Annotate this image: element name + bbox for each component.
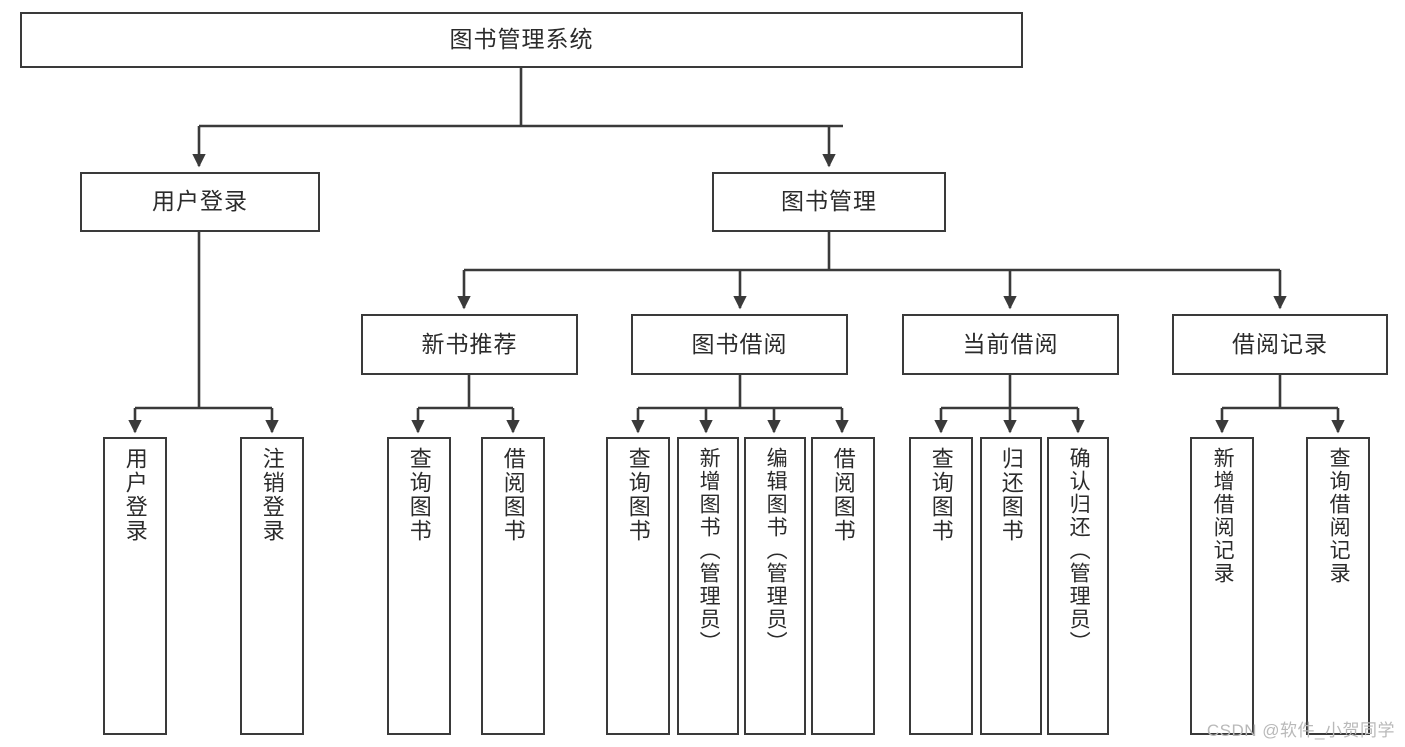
node-label: 查询图书 (928, 447, 954, 543)
node-label: 新书推荐 (421, 330, 518, 357)
leaf-book-borrow-edit[interactable]: 编辑图书（管理员） (744, 437, 806, 735)
leaf-current-borrow-return[interactable]: 归还图书 (980, 437, 1042, 735)
leaf-current-borrow-confirm-return[interactable]: 确认归还（管理员） (1047, 437, 1109, 735)
node-label: 注销登录 (259, 447, 285, 543)
node-label: 图书管理系统 (449, 26, 594, 53)
node-book-borrow[interactable]: 图书借阅 (631, 314, 848, 375)
node-label: 归还图书 (998, 447, 1024, 543)
node-label: 图书管理 (781, 188, 877, 215)
node-label: 用户登录 (152, 188, 248, 215)
node-label: 借阅记录 (1232, 330, 1328, 357)
node-label: 确认归还（管理员） (1067, 447, 1091, 654)
node-label: 用户登录 (122, 447, 148, 543)
leaf-book-borrow-query[interactable]: 查询图书 (606, 437, 670, 735)
node-label: 当前借阅 (962, 330, 1059, 357)
leaf-book-borrow-add[interactable]: 新增图书（管理员） (677, 437, 739, 735)
node-root-book-management-system[interactable]: 图书管理系统 (20, 12, 1023, 68)
leaf-book-borrow-borrow[interactable]: 借阅图书 (811, 437, 875, 735)
node-label: 查询图书 (406, 447, 432, 543)
node-label: 借阅图书 (830, 447, 856, 543)
node-new-book-recommend[interactable]: 新书推荐 (361, 314, 578, 375)
leaf-current-borrow-query[interactable]: 查询图书 (909, 437, 973, 735)
node-book-management[interactable]: 图书管理 (712, 172, 946, 232)
leaf-borrow-record-add[interactable]: 新增借阅记录 (1190, 437, 1254, 735)
node-label: 借阅图书 (500, 447, 526, 543)
node-borrow-record[interactable]: 借阅记录 (1172, 314, 1388, 375)
node-label: 查询借阅记录 (1327, 447, 1351, 585)
node-label: 新增借阅记录 (1211, 447, 1235, 585)
node-user-login[interactable]: 用户登录 (80, 172, 320, 232)
csdn-watermark: CSDN @软件_小贺同学 (1206, 721, 1395, 740)
node-label: 查询图书 (625, 447, 651, 543)
node-label: 图书借阅 (691, 330, 788, 357)
node-current-borrow[interactable]: 当前借阅 (902, 314, 1119, 375)
leaf-borrow-record-query[interactable]: 查询借阅记录 (1306, 437, 1370, 735)
leaf-user-login-login[interactable]: 用户登录 (103, 437, 167, 735)
leaf-new-book-query[interactable]: 查询图书 (387, 437, 451, 735)
leaf-new-book-borrow[interactable]: 借阅图书 (481, 437, 545, 735)
node-label: 编辑图书（管理员） (764, 447, 788, 654)
node-label: 新增图书（管理员） (697, 447, 721, 654)
leaf-user-login-logout[interactable]: 注销登录 (240, 437, 304, 735)
